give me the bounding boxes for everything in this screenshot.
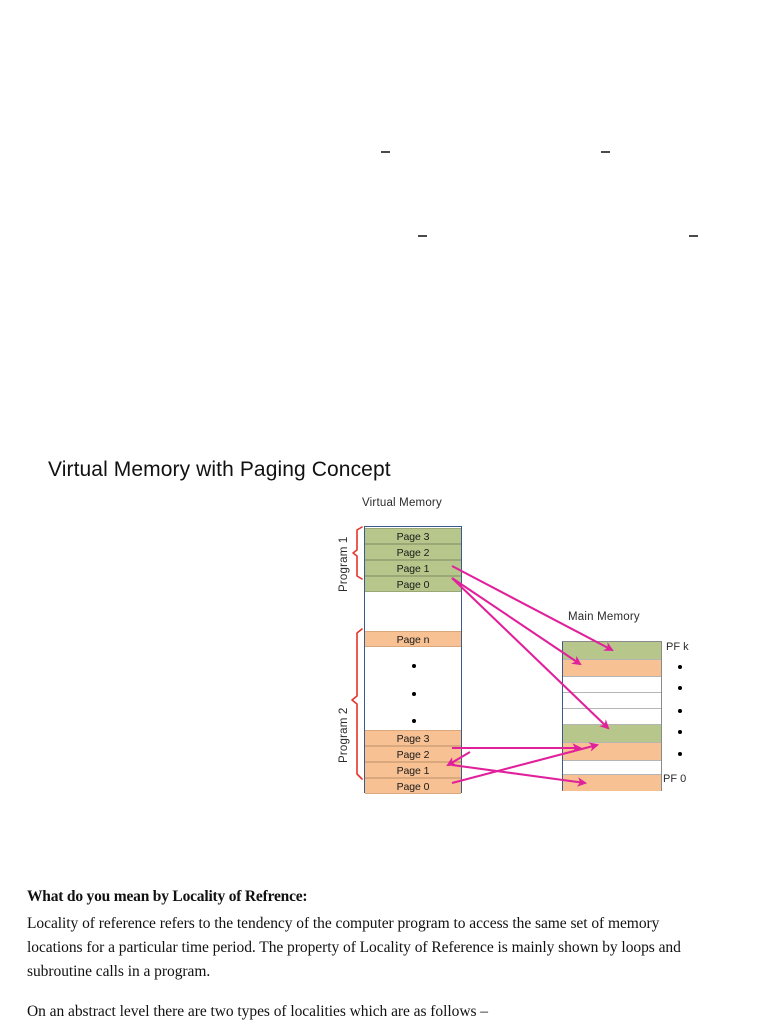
vm-ellipsis-dot-2 [412, 692, 416, 696]
vm-page-p1-3[interactable]: Page 3 [365, 528, 461, 544]
vm-ellipsis-dot-1 [412, 664, 416, 668]
vm-page-p1-0[interactable]: Page 0 [365, 576, 461, 592]
vm-page-p1-2[interactable]: Page 2 [365, 544, 461, 560]
main-memory-bottom-frame-label: PF 0 [663, 773, 687, 785]
page-title: Virtual Memory with Paging Concept [48, 458, 391, 481]
arrow-p1page0-to-orange-upper [451, 577, 582, 666]
program-1-label: Program 1 [338, 536, 350, 593]
stray-dash-mark-4 [689, 235, 698, 237]
mm-frame-orange-upper[interactable] [563, 660, 661, 677]
vm-page-p2-3[interactable]: Page 3 [365, 730, 461, 746]
stray-dash-mark-3 [418, 235, 427, 237]
arrow-p1page1-to-pfk [451, 565, 614, 651]
mm-ellipsis-dot-5 [678, 752, 682, 756]
virtual-memory-heading: Virtual Memory [362, 497, 442, 509]
main-memory-top-frame-label: PF k [666, 641, 689, 653]
vm-gap-1 [365, 592, 461, 631]
mm-frame-green-mid[interactable] [563, 725, 661, 743]
mm-frame-free-3[interactable] [563, 709, 661, 725]
mm-frame-green-top[interactable] [563, 642, 661, 660]
program-2-label: Program 2 [338, 707, 350, 764]
vm-ellipsis-dot-3 [412, 719, 416, 723]
mm-ellipsis-dot-3 [678, 709, 682, 713]
mm-frame-free-4[interactable] [563, 761, 661, 775]
stray-dash-mark-1 [381, 151, 390, 153]
main-memory-box [562, 641, 662, 791]
mm-frame-free-1[interactable] [563, 677, 661, 693]
mm-frame-orange-mid[interactable] [563, 743, 661, 761]
mm-ellipsis-dot-1 [678, 665, 682, 669]
mm-frame-orange-bottom[interactable] [563, 775, 661, 791]
locality-paragraph-1: Locality of reference refers to the tend… [27, 915, 681, 980]
stray-dash-mark-2 [601, 151, 610, 153]
vm-page-p2-1[interactable]: Page 1 [365, 762, 461, 778]
program-2-bracket [351, 628, 363, 780]
vm-ellipsis-region [365, 647, 461, 730]
locality-paragraph-2: On an abstract level there are two types… [27, 1003, 488, 1020]
vm-page-p2-2[interactable]: Page 2 [365, 746, 461, 762]
main-memory-heading: Main Memory [568, 611, 640, 623]
mm-ellipsis-dot-4 [678, 730, 682, 734]
vm-page-p2-0[interactable]: Page 0 [365, 778, 461, 794]
mm-ellipsis-dot-2 [678, 686, 682, 690]
vm-page-p2-n[interactable]: Page n [365, 631, 461, 647]
program-1-bracket [352, 526, 363, 580]
vm-page-p1-1[interactable]: Page 1 [365, 560, 461, 576]
virtual-memory-box: Page 3 Page 2 Page 1 Page 0 Page n Page … [364, 526, 462, 794]
mm-frame-free-2[interactable] [563, 693, 661, 709]
question-heading: What do you mean by Locality of Refrence… [27, 888, 308, 905]
